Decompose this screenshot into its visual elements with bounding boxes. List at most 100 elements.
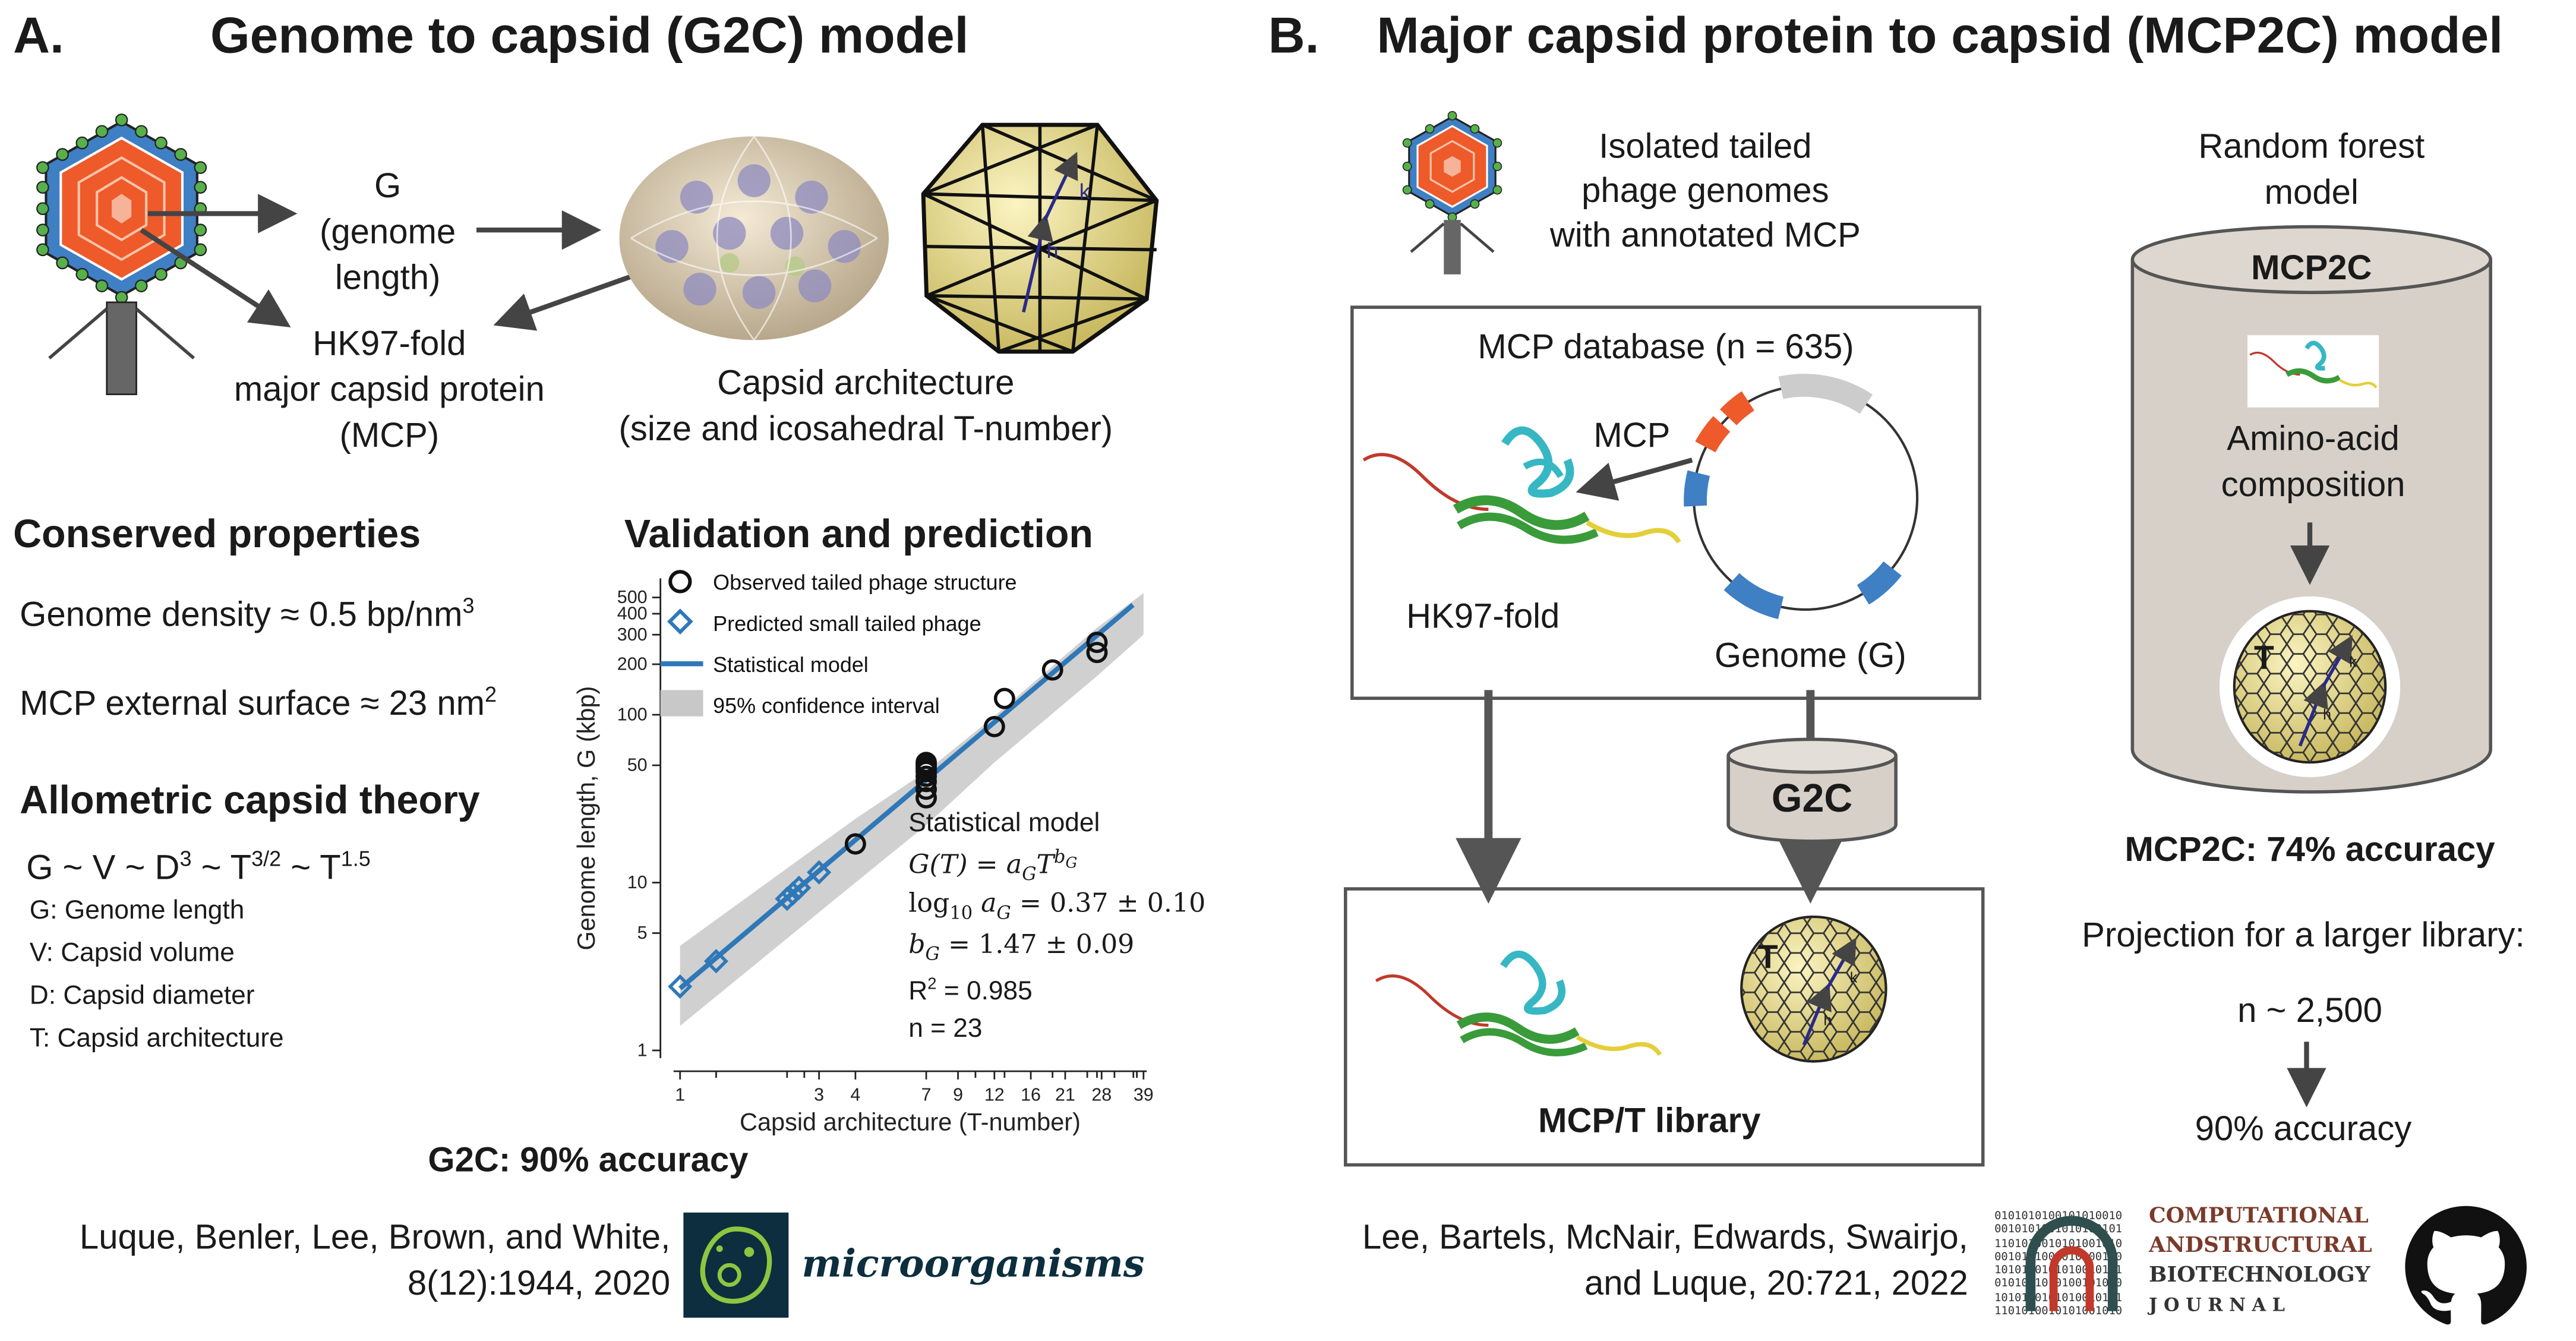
x-tick-label: 3 <box>814 1085 824 1105</box>
library-t-label: T <box>1757 939 1778 976</box>
definition-v: V: Capsid volume <box>29 939 235 968</box>
library-h-label: h <box>1823 1012 1832 1029</box>
y-tick-label: 10 <box>627 872 648 892</box>
predicted-point <box>787 875 812 900</box>
library-k-label: k <box>1849 969 1858 986</box>
rf-capsid-image <box>2219 596 2401 777</box>
citation-b-2: and Luque, 20:721, 2022 <box>1584 1265 1968 1303</box>
hk97-protein-image <box>1362 426 1681 544</box>
confidence-band <box>680 593 1144 1026</box>
chart-title: Validation and prediction <box>624 512 1093 557</box>
capsid-label-2: (size and icosahedral T-number) <box>618 411 1113 449</box>
citation-b-1: Lee, Bartels, McNair, Edwards, Swairjo, <box>1362 1219 1968 1257</box>
observed-point <box>983 715 1005 737</box>
predicted-point <box>668 974 693 999</box>
model-line <box>678 602 1135 990</box>
isolated-label-2: phage genomes <box>1581 172 1829 210</box>
x-tick-label: 12 <box>984 1085 1005 1105</box>
citation-a-2: 8(12):1944, 2020 <box>407 1265 671 1303</box>
csbj-line-1: COMPUTATIONAL <box>2149 1204 2369 1229</box>
library-title: MCP/T library <box>1538 1102 1761 1141</box>
isolated-label-3: with annotated MCP <box>1549 217 1861 255</box>
microorganisms-journal: microorganisms <box>801 1242 1145 1287</box>
allometric-title: Allometric capsid theory <box>20 778 480 823</box>
rf-h-label: h <box>2323 706 2332 723</box>
mcp-arrow-label: MCP <box>1593 417 1671 455</box>
y-axis-label: Genome length, G (kbp) <box>572 686 600 951</box>
phage-icon-b <box>1402 111 1502 274</box>
y-tick-label: 400 <box>617 604 648 624</box>
mcp-label-3: (MCP) <box>339 417 440 455</box>
y-tick-label: 1 <box>637 1040 648 1061</box>
observed-point <box>844 833 866 855</box>
definition-t: T: Capsid architecture <box>29 1025 284 1053</box>
library-protein-image <box>1375 950 1662 1056</box>
observed-point <box>1086 642 1108 664</box>
observed-point <box>993 687 1015 709</box>
isolated-label-1: Isolated tailed <box>1599 128 1812 166</box>
capsid-label-1: Capsid architecture <box>717 364 1015 403</box>
x-tick-label: 16 <box>1021 1085 1041 1105</box>
g2c-cylinder-label: G2C <box>1771 777 1853 822</box>
mcp-library-box <box>1344 887 1985 1167</box>
legend-predicted-marker <box>667 608 693 635</box>
model-equation-1: G(T) = aGTbG <box>908 846 1078 885</box>
g2c-accuracy: G2C: 90% accuracy <box>428 1141 749 1180</box>
microorganisms-logo <box>683 1212 789 1318</box>
x-axis-label: Capsid architecture (T-number) <box>740 1108 1081 1136</box>
csbj-line-4: J O U R N A L <box>2149 1295 2285 1317</box>
g-label-3: length) <box>334 259 441 298</box>
g-label-1: G <box>374 168 402 206</box>
genome-circle <box>1684 374 1919 619</box>
legend-entry: Statistical model <box>713 652 869 677</box>
conserved-title: Conserved properties <box>13 512 421 557</box>
y-tick-label: 5 <box>637 923 648 943</box>
aa-label-2: composition <box>2221 466 2405 504</box>
x-tick-label: 4 <box>850 1085 860 1105</box>
x-tick-label: 1 <box>675 1085 685 1105</box>
x-tick-label: 7 <box>921 1085 932 1105</box>
projection-label: Projection for a larger library: <box>2082 917 2525 955</box>
library-capsid-image <box>1740 915 1887 1063</box>
legend-entry: Predicted small tailed phage <box>713 611 981 636</box>
lattice-h-label: h <box>1046 238 1059 263</box>
mcp-label-2: major capsid protein <box>233 371 545 409</box>
binary-line: 1101010010101001010 <box>1994 1236 2123 1250</box>
x-tick-label: 21 <box>1055 1085 1075 1105</box>
github-icon[interactable] <box>2405 1206 2527 1328</box>
observed-point <box>916 787 937 809</box>
rf-t-label: T <box>2253 640 2274 677</box>
mcp2c-accuracy: MCP2C: 74% accuracy <box>2124 831 2495 869</box>
genome-label: Genome (G) <box>1715 637 1906 676</box>
capsid-sphere-image <box>619 135 889 341</box>
rf-protein-image <box>2247 335 2379 408</box>
predicted-point <box>807 860 832 885</box>
definition-g: G: Genome length <box>29 897 245 925</box>
panel-b-title: Major capsid protein to capsid (MCP2C) m… <box>1377 7 2504 64</box>
genome-density: Genome density ≈ 0.5 bp/nm3 <box>20 593 475 635</box>
hk97-fold-label: HK97-fold <box>1406 598 1560 636</box>
allometric-formula: G ~ V ~ D3 ~ T3/2 ~ T1.5 <box>26 846 371 888</box>
model-r2: R2 = 0.985 <box>908 976 1033 1006</box>
mcp-label-1: HK97-fold <box>312 325 466 364</box>
y-tick-label: 50 <box>627 755 648 775</box>
panel-a-letter: A. <box>13 7 64 64</box>
x-tick-label: 9 <box>953 1085 963 1105</box>
mcp2c-label: MCP2C <box>2251 250 2372 288</box>
mcp-surface: MCP external surface ≈ 23 nm2 <box>20 681 497 723</box>
legend-entry: 95% confidence interval <box>713 693 940 718</box>
csbj-line-2: ANDSTRUCTURAL <box>2149 1233 2372 1259</box>
csbj-arc-logo <box>2025 1216 2118 1311</box>
rf-label-1: Random forest <box>2198 128 2425 166</box>
observed-point <box>1086 632 1108 654</box>
rf-k-label: k <box>2349 654 2357 671</box>
predicted-point <box>703 949 728 974</box>
phage-icon <box>36 113 207 396</box>
model-equation-3: bG = 1.47 ± 0.09 <box>908 928 1135 965</box>
definition-d: D: Capsid diameter <box>29 982 255 1011</box>
binary-line: 0101010100101010010 <box>1994 1209 2123 1223</box>
y-tick-label: 100 <box>617 705 648 725</box>
panel-a-title: Genome to capsid (G2C) model <box>210 7 969 64</box>
